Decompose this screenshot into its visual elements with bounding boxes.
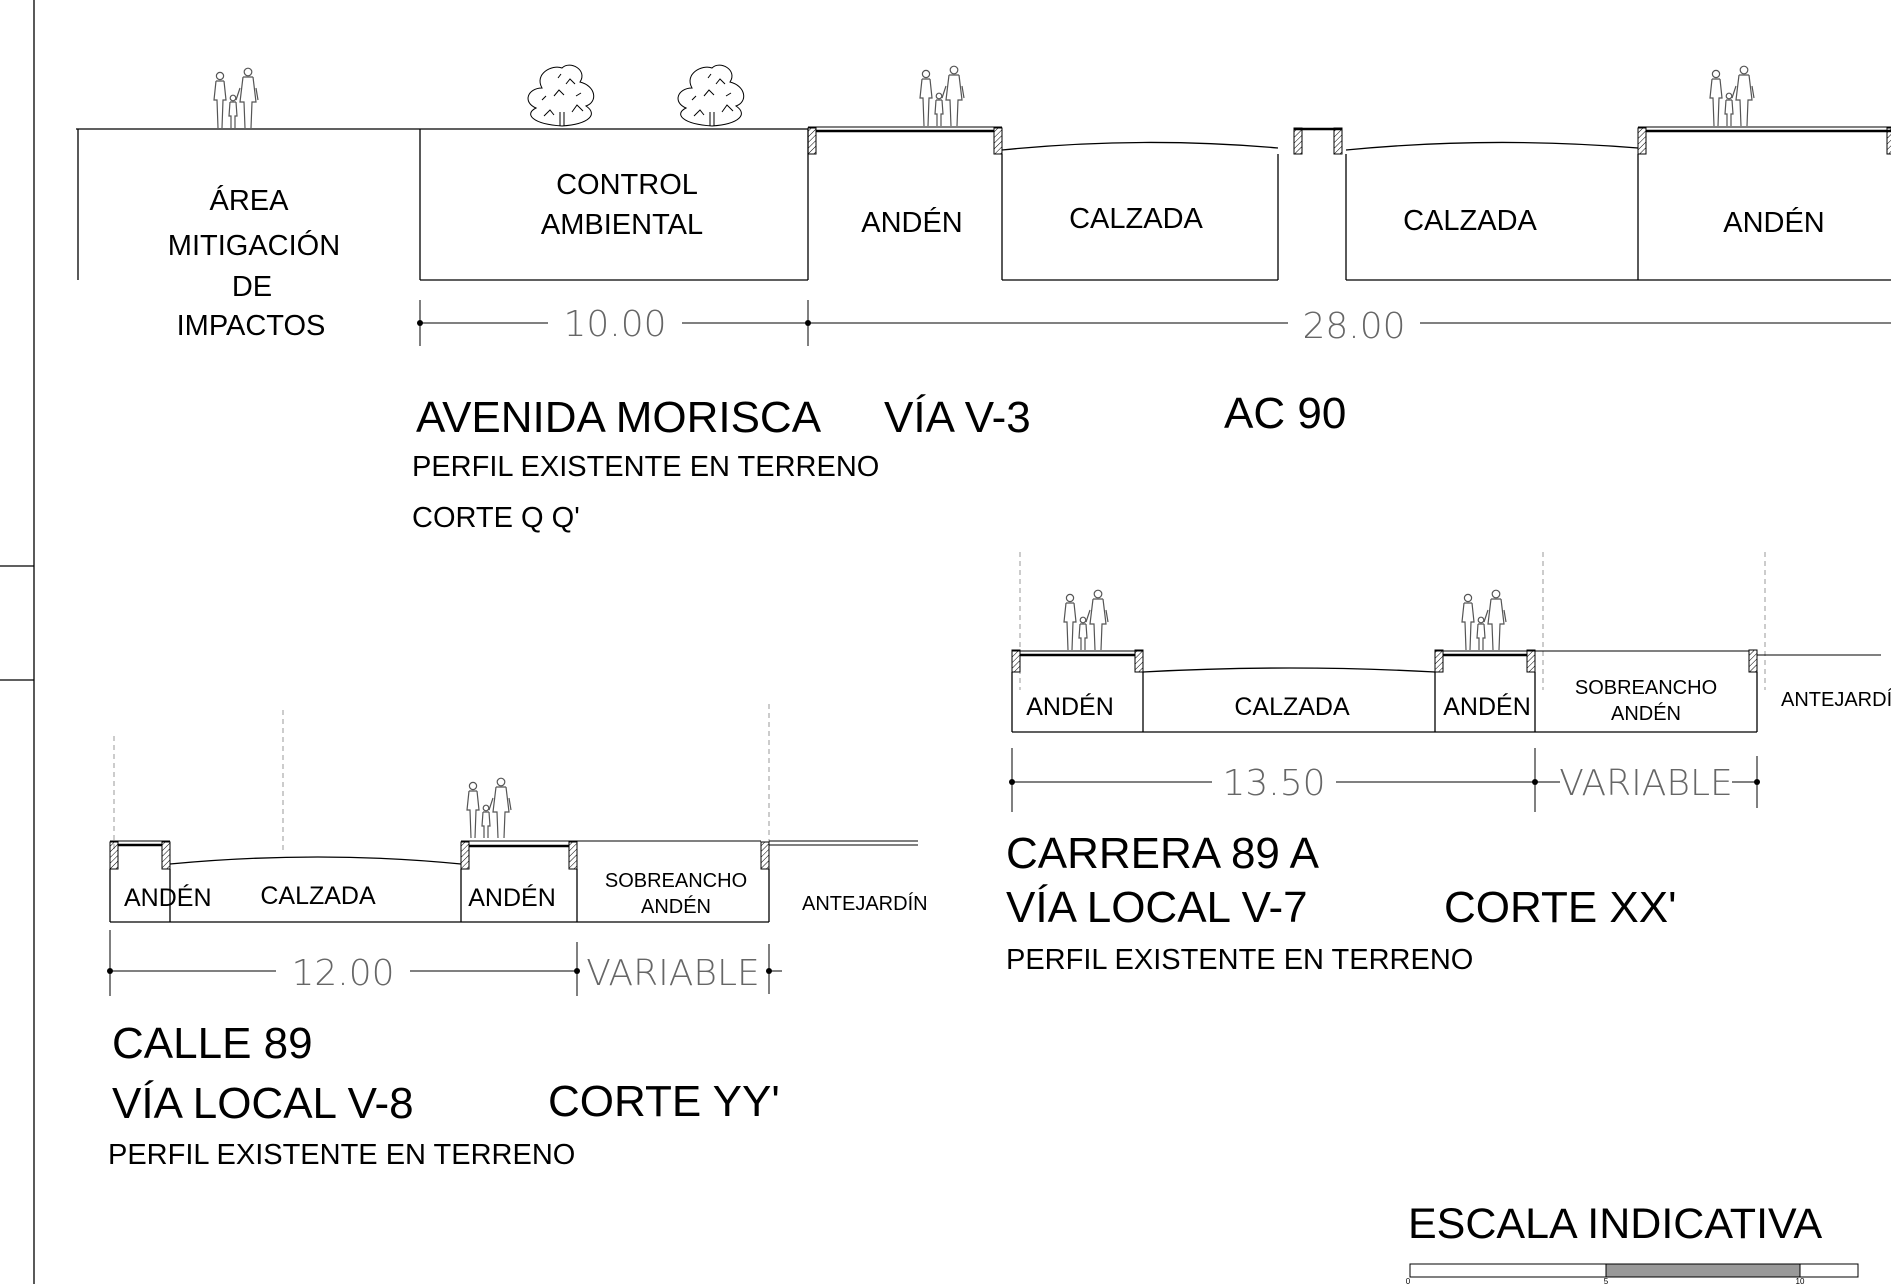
road-type: VÍA LOCAL V-8 [112, 1079, 414, 1128]
label-mitigation-2: MITIGACIÓN [168, 229, 340, 262]
scale-title: ESCALA INDICATIVA [1408, 1200, 1823, 1248]
curb [1637, 127, 1647, 155]
label-anden: ANDÉN [468, 883, 556, 912]
road-code: AC 90 [1224, 389, 1346, 438]
pedestrians-icon [1461, 589, 1507, 651]
label-anden: ANDÉN [1443, 692, 1531, 721]
label-anden: ANDÉN [1723, 206, 1825, 239]
label-control-1: CONTROL [556, 169, 698, 201]
label-calzada: CALZADA [260, 882, 376, 910]
curb [807, 127, 817, 155]
curb [1293, 127, 1303, 155]
dimension-width: 12.00 [291, 953, 394, 994]
pedestrians-icon [1709, 65, 1755, 127]
section-xx: ANDÉN CALZADA ANDÉN SOBREANCHO ANDÉN ANT… [1006, 552, 1891, 976]
label-sobreancho-2: ANDÉN [1611, 702, 1681, 725]
label-anden: ANDÉN [1026, 692, 1114, 721]
label-mitigation-3: DE [232, 271, 272, 303]
section-qq: ÁREA MITIGACIÓN DE IMPACTOS CONTROL AMBI… [76, 64, 1891, 534]
dimension-road: 28.00 [1302, 306, 1405, 347]
label-antejardin: ANTEJARDÍN [1781, 688, 1891, 711]
cut-label: CORTE YY' [548, 1077, 780, 1126]
pedestrians-icon [1063, 589, 1109, 651]
curb [1886, 127, 1891, 155]
label-anden: ANDÉN [124, 883, 212, 912]
dimension-variable: VARIABLE [586, 953, 760, 994]
profile-label: PERFIL EXISTENTE EN TERRENO [412, 451, 879, 483]
scale-tick: 5 [1604, 1277, 1609, 1284]
scale-tick: 0 [1406, 1277, 1411, 1284]
label-mitigation-1: ÁREA [210, 184, 290, 217]
profile-label: PERFIL EXISTENTE EN TERRENO [1006, 944, 1473, 976]
label-anden: ANDÉN [861, 206, 963, 239]
label-sobreancho-2: ANDÉN [641, 895, 711, 918]
label-antejardin: ANTEJARDÍN [802, 892, 928, 915]
pedestrians-icon [919, 65, 965, 127]
cut-label: CORTE XX' [1444, 883, 1677, 932]
label-calzada: CALZADA [1069, 203, 1203, 235]
road-name: CARRERA 89 A [1006, 829, 1320, 878]
dimension-width: 13.50 [1222, 763, 1325, 804]
road-name: CALLE 89 [112, 1019, 313, 1068]
profile-label: PERFIL EXISTENTE EN TERRENO [108, 1139, 575, 1171]
label-calzada: CALZADA [1403, 205, 1537, 237]
road-type: VÍA V-3 [884, 393, 1031, 442]
cut-label: CORTE Q Q' [412, 502, 580, 534]
curb [993, 127, 1003, 155]
label-sobreancho-1: SOBREANCHO [605, 870, 747, 892]
dimension-control: 10.00 [563, 304, 666, 345]
label-control-2: AMBIENTAL [541, 209, 703, 241]
label-mitigation-4: IMPACTOS [177, 310, 326, 342]
pedestrians-icon [213, 67, 259, 129]
curb [1333, 127, 1343, 155]
pedestrians-icon [466, 777, 512, 839]
scale-tick: 10 [1796, 1277, 1805, 1284]
tree-icon [677, 64, 745, 127]
road-type: VÍA LOCAL V-7 [1006, 883, 1308, 932]
scale-bar: ESCALA INDICATIVA 0 5 10 [1406, 1200, 1859, 1284]
label-calzada: CALZADA [1234, 693, 1350, 721]
tree-icon [527, 64, 595, 127]
dimension-variable: VARIABLE [1559, 763, 1733, 804]
section-yy: ANDÉN CALZADA ANDÉN SOBREANCHO ANDÉN ANT… [107, 704, 928, 1171]
road-name: AVENIDA MORISCA [416, 393, 822, 442]
label-sobreancho-1: SOBREANCHO [1575, 677, 1717, 699]
